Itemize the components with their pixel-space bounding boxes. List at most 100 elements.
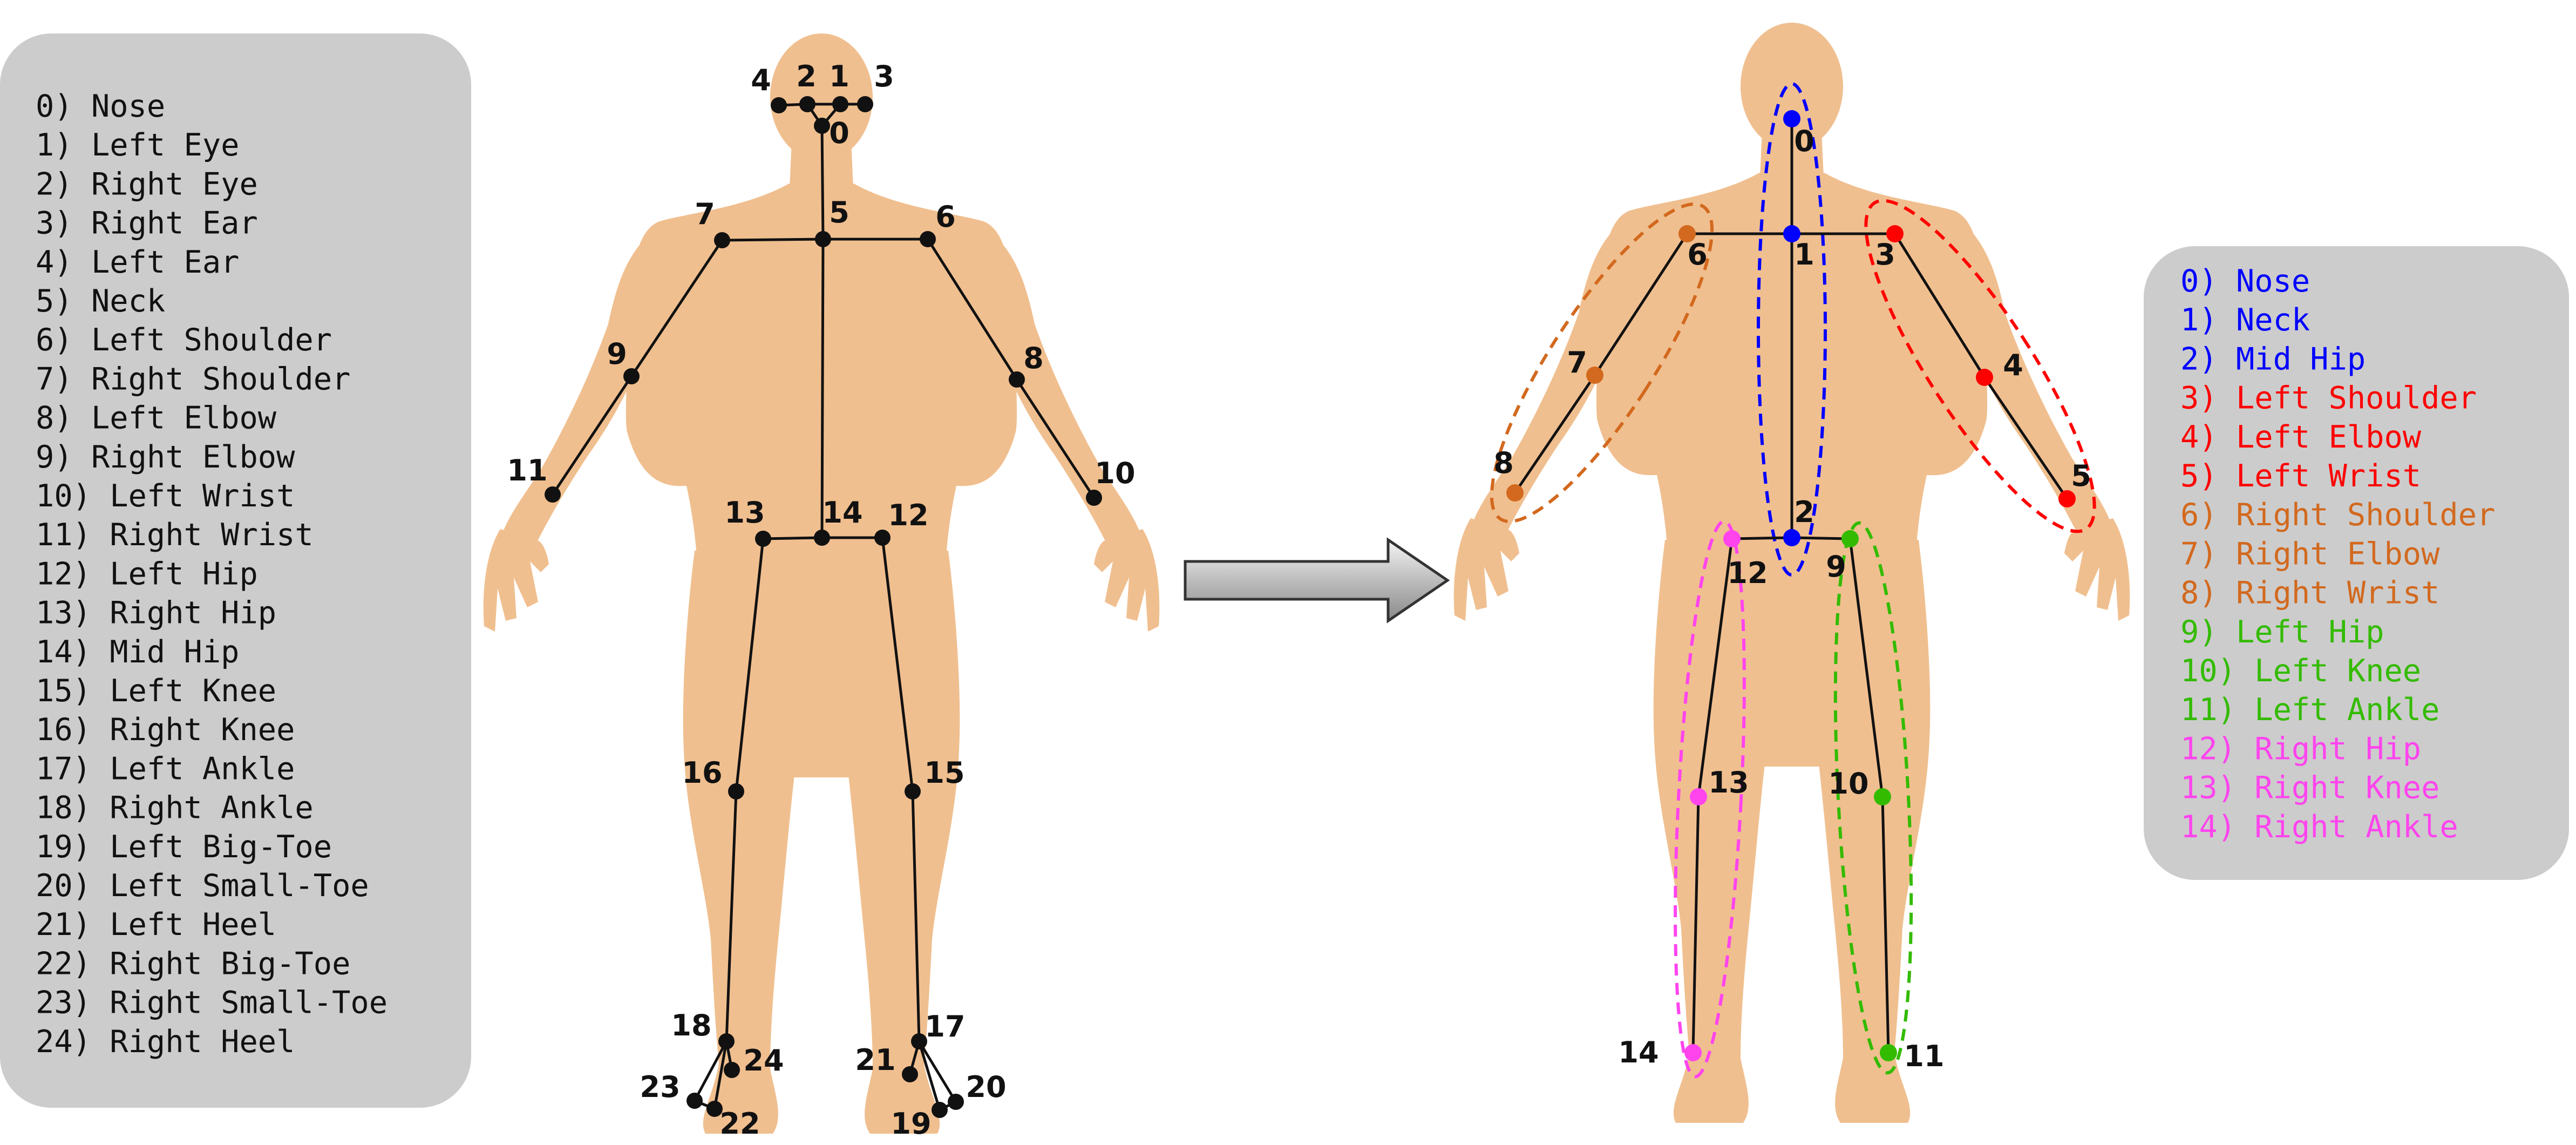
left-keypoint-label: 19 (891, 1107, 931, 1141)
right-keypoint (2058, 490, 2076, 507)
right-skeleton-limb (1697, 538, 1734, 797)
left-keypoint-label: 10 (1095, 456, 1135, 490)
left-keypoint-label: 21 (855, 1043, 895, 1077)
right-skeleton-limb (1881, 796, 1890, 1053)
right-keypoint-label: 12 (1727, 556, 1768, 590)
left-keypoint-label: 17 (925, 1010, 965, 1044)
left-legend-item: 16) Right Knee (36, 712, 295, 748)
left-keypoint (623, 368, 640, 384)
left-keypoint (1009, 371, 1025, 388)
right-keypoint (1976, 369, 1993, 386)
left-skeleton-limb (820, 125, 825, 240)
right-arrow-icon (1184, 537, 1450, 624)
left-skeleton-limb (725, 791, 738, 1042)
right-legend-item: 9) Left Hip (2180, 614, 2384, 650)
left-keypoint-label: 23 (640, 1070, 680, 1104)
left-skeleton-limb (820, 239, 825, 538)
left-keypoint-label: 6 (935, 200, 956, 234)
green-group-ellipse (1833, 521, 1913, 1075)
right-keypoint-label: 0 (1794, 124, 1814, 158)
left-keypoint-label: 9 (607, 337, 627, 371)
right-keypoint-label: 11 (1904, 1039, 1944, 1073)
right-keypoint-label: 8 (1493, 446, 1514, 480)
left-keypoint-label: 15 (924, 756, 964, 790)
left-keypoint (832, 96, 848, 112)
left-keypoint-label: 14 (822, 496, 862, 530)
right-keypoint-label: 10 (1828, 767, 1868, 801)
left-skeleton-limb (693, 1040, 728, 1102)
right-keypoint-label: 7 (1567, 345, 1587, 380)
left-legend-panel (0, 33, 471, 1108)
left-legend-item: 24) Right Heel (36, 1024, 295, 1060)
left-keypoint (706, 1101, 723, 1117)
right-keypoint (1886, 225, 1904, 242)
left-legend-item: 17) Left Ankle (36, 751, 295, 787)
left-skeleton-limb (1015, 378, 1096, 499)
left-legend-item: 15) Left Knee (36, 673, 276, 709)
left-keypoint-label: 16 (682, 756, 722, 790)
right-keypoint (1880, 1044, 1897, 1061)
right-keypoint-label: 14 (1618, 1035, 1659, 1069)
left-legend-item: 19) Left Big-Toe (36, 829, 332, 865)
left-legend-item: 13) Right Hip (36, 595, 276, 631)
left-keypoint (724, 1062, 740, 1078)
right-skeleton-limb (1848, 538, 1884, 797)
right-legend-panel (2144, 246, 2569, 880)
left-keypoint-label: 18 (671, 1008, 711, 1042)
blue-group-ellipse (1757, 82, 1827, 577)
right-legend-item: 10) Left Knee (2180, 653, 2421, 689)
left-keypoint (545, 486, 561, 503)
right-keypoint-label: 9 (1826, 550, 1846, 584)
left-legend-item: 5) Neck (36, 283, 165, 319)
right-keypoint-label: 3 (1875, 238, 1895, 272)
right-keypoint-label: 2 (1794, 495, 1814, 529)
right-legend-item: 12) Right Hip (2180, 731, 2421, 767)
left-keypoint-label: 0 (829, 116, 849, 150)
right-keypoint (1684, 1044, 1702, 1061)
right-skeleton-limb (1731, 536, 1792, 540)
left-legend-item: 23) Right Small-Toe (36, 985, 388, 1021)
right-skeleton-limb (1983, 376, 2069, 500)
left-keypoint (911, 1033, 927, 1049)
right-keypoint (1678, 225, 1696, 242)
right-group-ellipses (1490, 82, 2096, 1079)
left-skeleton-limb (917, 1040, 957, 1103)
left-keypoint-label: 20 (966, 1070, 1006, 1104)
orange-group-ellipse (1490, 202, 1714, 523)
left-legend-item: 6) Left Shoulder (36, 322, 332, 358)
left-legend-item: 0) Nose (36, 89, 165, 124)
right-skeleton-limb (1893, 233, 1986, 378)
left-keypoint-label: 8 (1023, 341, 1044, 375)
right-keypoint-label: 5 (2071, 459, 2091, 493)
left-keypoint (902, 1066, 918, 1082)
left-keypoint (728, 783, 744, 800)
right-legend-item: 11) Left Ankle (2180, 692, 2439, 728)
left-keypoint (718, 1033, 735, 1049)
left-legend-item: 2) Right Eye (36, 166, 258, 202)
left-keypoint (714, 232, 730, 248)
left-legend-item: 18) Right Ankle (36, 790, 314, 826)
left-skeleton-limb (917, 1041, 941, 1110)
left-legend-item: 21) Left Heel (36, 907, 276, 943)
left-keypoint-label: 2 (796, 59, 817, 93)
left-keypoint-label: 13 (724, 496, 765, 530)
left-skeleton-limb (911, 791, 921, 1042)
left-keypoint (687, 1093, 703, 1109)
right-skeleton-limb (1513, 374, 1596, 494)
left-legend-item: 7) Right Shoulder (36, 361, 350, 397)
right-skeleton-limb (1791, 536, 1851, 540)
left-skeleton-limb (763, 536, 823, 540)
left-keypoint (771, 97, 787, 113)
pink-group-ellipse (1674, 519, 1746, 1079)
left-legend-item: 20) Left Small-Toe (36, 868, 369, 904)
left-skeleton-limb (881, 537, 914, 792)
left-keypoint (905, 783, 921, 800)
right-skeleton-limb (1691, 796, 1700, 1053)
left-skeleton-limb (551, 375, 633, 496)
right-legend-item: 1) Neck (2180, 302, 2310, 338)
left-keypoint (932, 1102, 948, 1118)
